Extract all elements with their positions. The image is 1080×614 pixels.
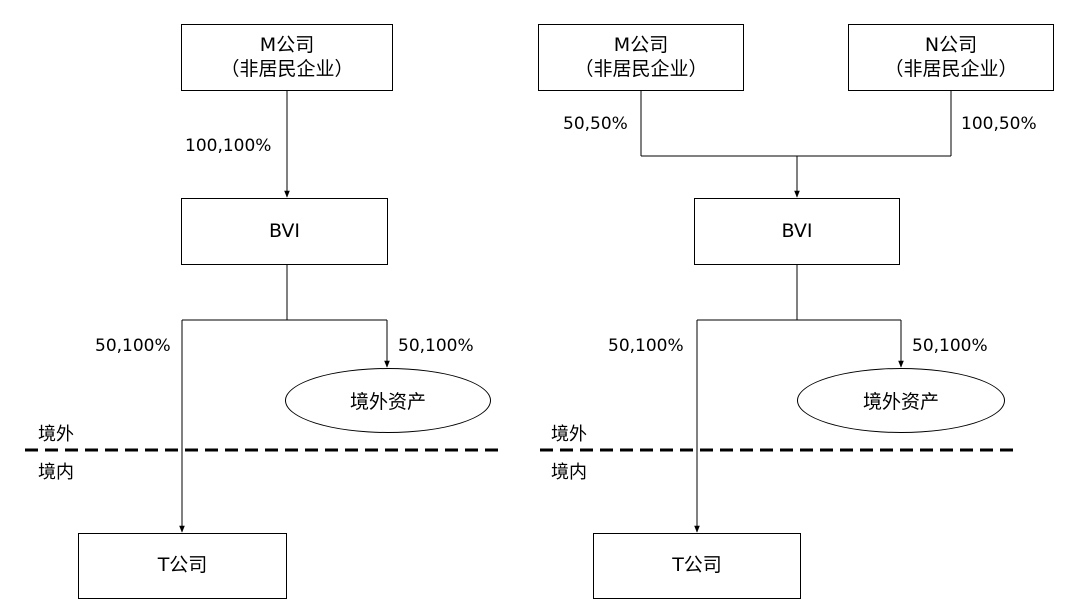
right-n-company-note: （非居民企业） xyxy=(884,57,1018,80)
left-m-company-box: M公司 （非居民企业） xyxy=(181,24,393,91)
right-overseas-asset-label: 境外资产 xyxy=(862,391,939,413)
right-bvi-label: BVI xyxy=(781,219,813,242)
right-bvi-box: BVI xyxy=(694,198,900,265)
left-overseas-asset-label: 境外资产 xyxy=(349,391,426,413)
left-m-company-note: （非居民企业） xyxy=(220,57,354,80)
right-t-company-box: T公司 xyxy=(593,533,801,599)
left-overseas-asset-ellipse: 境外资产 xyxy=(285,368,491,433)
left-overseas-label: 境外 xyxy=(38,424,74,445)
left-bvi-to-t-label: 50,100% xyxy=(95,336,171,356)
right-n-company-name: N公司 xyxy=(924,33,978,56)
left-t-company-box: T公司 xyxy=(78,533,287,599)
left-bvi-label: BVI xyxy=(268,219,301,242)
left-bvi-to-asset-label: 50,100% xyxy=(398,336,474,356)
left-bvi-box: BVI xyxy=(181,198,388,265)
right-domestic-label: 境内 xyxy=(551,462,587,483)
right-bvi-to-t-label: 50,100% xyxy=(608,336,684,356)
right-t-company-label: T公司 xyxy=(672,554,722,577)
right-m-company-name: M公司 xyxy=(613,33,669,56)
right-m-to-bvi-label: 50,50% xyxy=(563,114,628,134)
left-m-to-bvi-label: 100,100% xyxy=(185,136,272,156)
right-overseas-asset-ellipse: 境外资产 xyxy=(797,368,1005,433)
left-t-company-label: T公司 xyxy=(157,554,208,577)
left-domestic-label: 境内 xyxy=(38,462,74,483)
left-m-company-name: M公司 xyxy=(259,33,315,56)
right-n-to-bvi-label: 100,50% xyxy=(961,114,1037,134)
right-m-company-box: M公司 （非居民企业） xyxy=(538,24,744,91)
right-bvi-to-asset-label: 50,100% xyxy=(912,336,988,356)
right-m-company-note: （非居民企业） xyxy=(574,57,708,80)
right-n-company-box: N公司 （非居民企业） xyxy=(848,24,1054,91)
right-overseas-label: 境外 xyxy=(551,424,587,445)
